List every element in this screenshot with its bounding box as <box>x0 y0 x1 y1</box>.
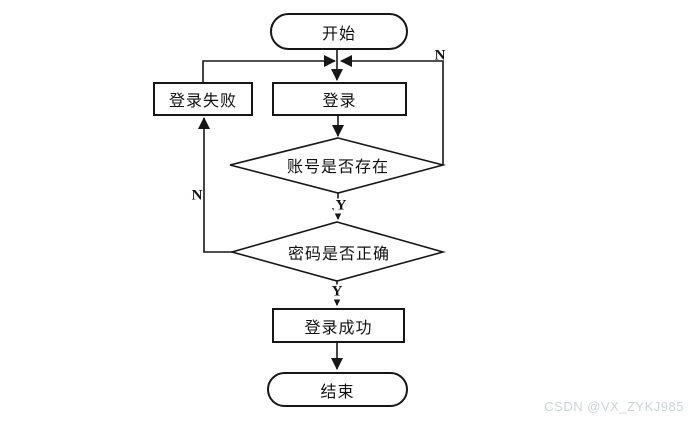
start-node: 开始 <box>270 13 408 50</box>
account-check-no-label: N <box>434 47 446 64</box>
password-check-diamond <box>229 221 446 282</box>
account-check-diamond <box>229 137 447 194</box>
password-check-label: 密码是否正确 <box>287 246 391 263</box>
edge-loginfail-to-login <box>202 55 336 82</box>
csdn-watermark: CSDN @VX_ZYKJ985 <box>544 399 684 414</box>
login-node-label: 登录 <box>322 93 357 110</box>
account-check-label: 账号是否存在 <box>286 159 390 176</box>
login-success-node-label: 登录成功 <box>304 319 373 337</box>
edge-accountcheck-no-to-login <box>340 55 444 165</box>
login-fail-node: 登录失败 <box>153 82 253 116</box>
password-check-yes-label: Y <box>329 283 345 300</box>
end-node: 结束 <box>267 372 408 407</box>
login-node: 登录 <box>272 82 407 116</box>
end-node-label: 结束 <box>320 383 355 401</box>
edge-passwordcheck-no-to-loginfail <box>198 117 235 253</box>
account-check-yes-label: Y <box>333 197 349 214</box>
login-success-node: 登录成功 <box>272 308 405 343</box>
password-check-no-label: N <box>191 187 203 204</box>
login-fail-node-label: 登录失败 <box>168 93 237 110</box>
start-node-label: 开始 <box>321 25 356 43</box>
